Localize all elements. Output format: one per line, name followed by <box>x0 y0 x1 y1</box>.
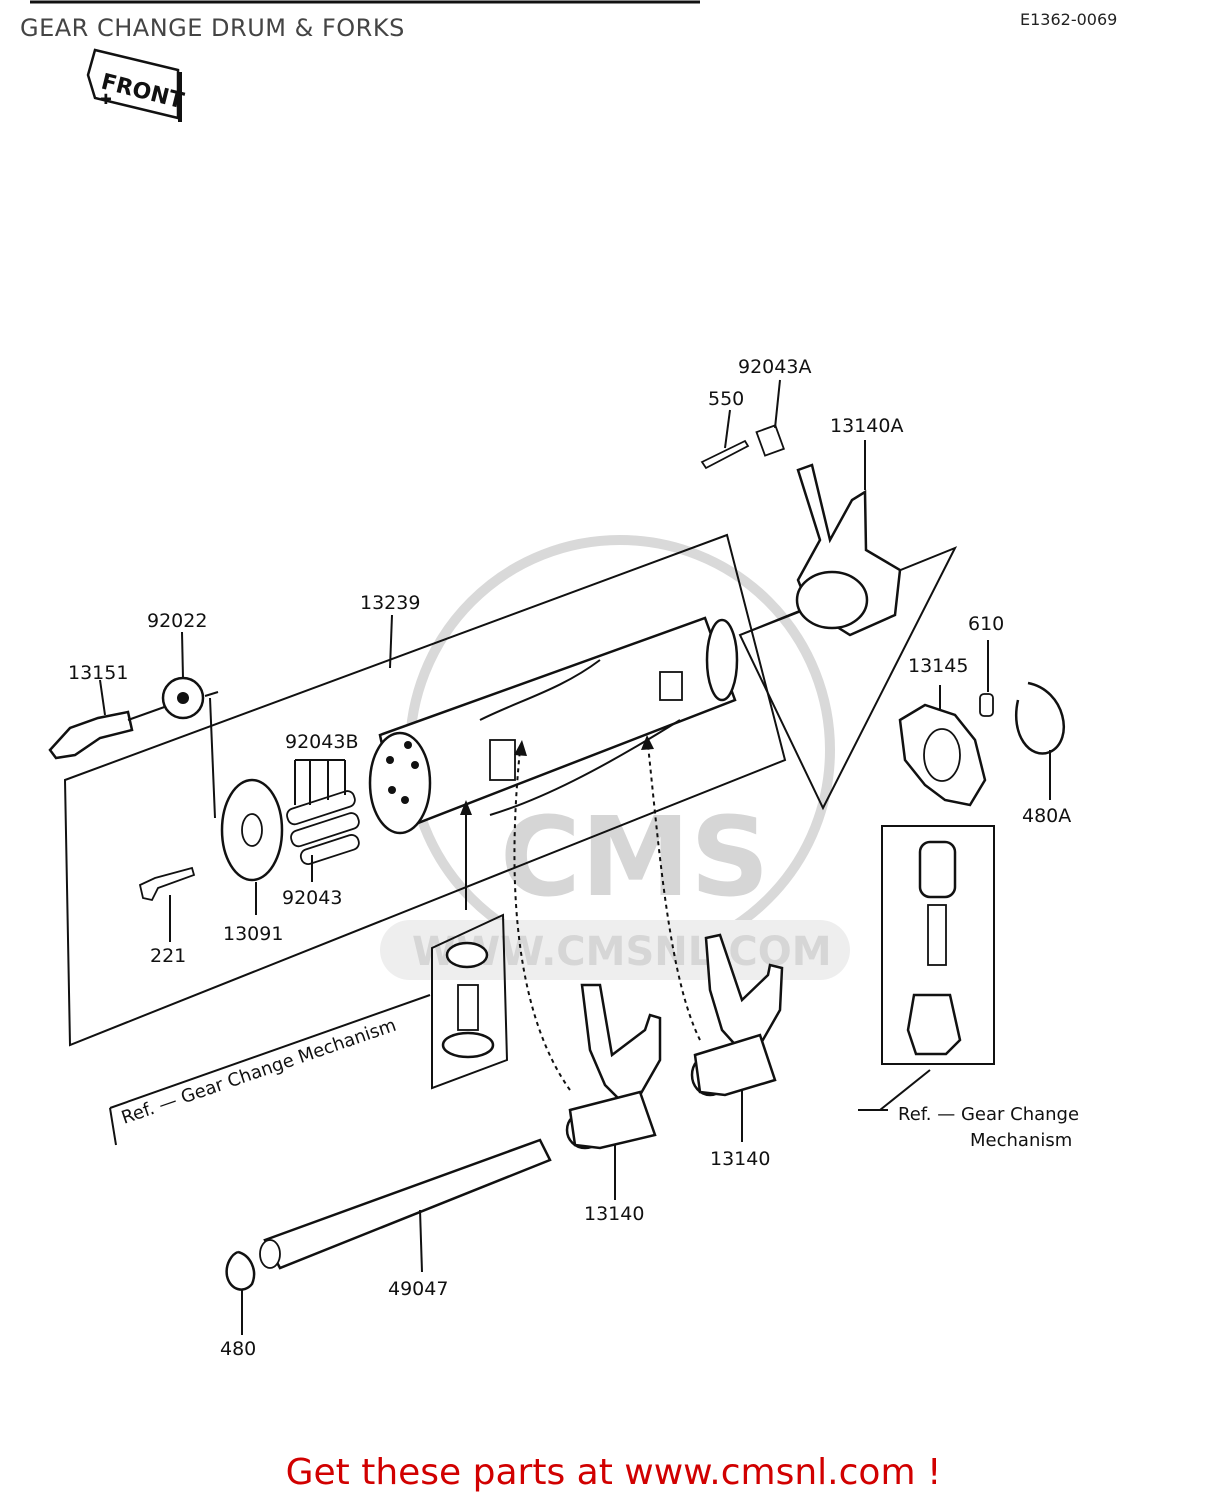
watermark-logo-text: CMS <box>500 793 769 921</box>
pin-92043a <box>755 424 785 457</box>
stopper-13145 <box>898 703 987 807</box>
circlip-480 <box>225 1250 256 1291</box>
part-label-92043: 92043 <box>282 887 342 909</box>
part-label-13151: 13151 <box>68 662 128 684</box>
neutral-switch-13151 <box>48 704 171 760</box>
gear-change-drum <box>368 616 739 835</box>
pin-610 <box>979 693 994 717</box>
screw-221 <box>138 866 196 902</box>
page-title: GEAR CHANGE DRUM & FORKS <box>20 14 405 42</box>
reference-label-right-line1: Ref. — Gear Change <box>898 1104 1079 1125</box>
part-label-221: 221 <box>150 945 186 967</box>
plunger-assembly <box>906 840 962 1056</box>
part-label-13140-right: 13140 <box>710 1148 770 1170</box>
bolt-assembly <box>441 941 495 1059</box>
bolt-box-outline <box>431 913 509 1090</box>
part-label-92043a: 92043A <box>738 356 811 378</box>
drum-panel-outline <box>63 533 787 1047</box>
front-arrow-icon: ✚ <box>100 91 112 107</box>
cotter-pin-550 <box>700 439 750 470</box>
pins-92043 <box>286 790 360 866</box>
part-label-480: 480 <box>220 1338 256 1360</box>
part-label-92043b: 92043B <box>285 731 358 753</box>
part-label-550: 550 <box>708 388 744 410</box>
drum-plate-13091 <box>220 778 284 882</box>
part-label-13239: 13239 <box>360 592 420 614</box>
part-label-49047: 49047 <box>388 1278 448 1300</box>
part-label-13140-left: 13140 <box>584 1203 644 1225</box>
shift-fork-13140-left <box>565 983 662 1150</box>
part-label-13145: 13145 <box>908 655 968 677</box>
reference-label-left: Ref. — Gear Change Mechanism <box>119 1015 399 1129</box>
plunger-box-outline <box>881 825 995 1065</box>
part-label-480a: 480A <box>1022 805 1071 827</box>
part-label-13140a: 13140A <box>830 415 903 437</box>
part-label-610: 610 <box>968 613 1004 635</box>
fork-shaft-49047 <box>259 1138 552 1270</box>
diagram-code: E1362-0069 <box>1020 10 1118 29</box>
front-direction-marker: FRONT ✚ <box>86 48 186 122</box>
part-label-13091: 13091 <box>223 923 283 945</box>
shift-fork-13140a <box>795 463 902 637</box>
get-parts-link[interactable]: Get these parts at www.cmsnl.com ! <box>285 1452 942 1493</box>
part-label-92022: 92022 <box>147 610 207 632</box>
shift-fork-13140-right <box>690 933 784 1097</box>
circlip-480a <box>1015 681 1066 755</box>
reference-label-right-line2: Mechanism <box>970 1130 1072 1151</box>
